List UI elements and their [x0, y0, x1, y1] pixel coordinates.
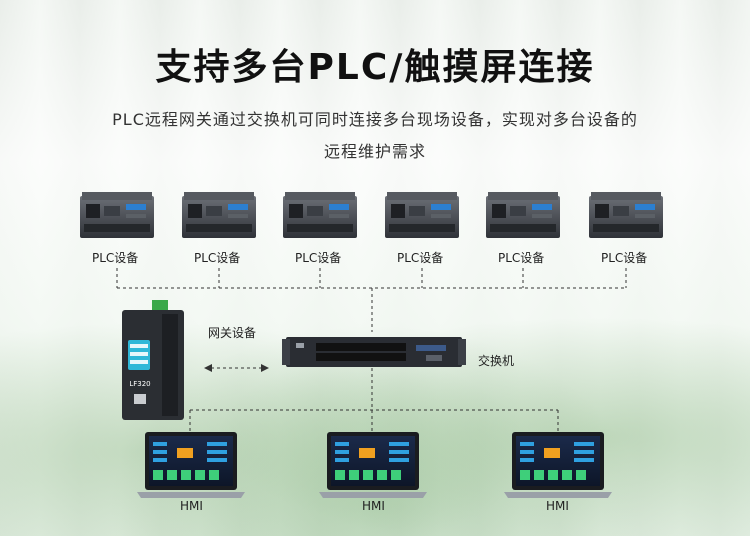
- subtitle-line-2: 远程维护需求: [323, 142, 426, 161]
- plc-device-label: PLC设备: [498, 251, 545, 265]
- gateway-model-text: LF320: [129, 380, 150, 388]
- plc-device-icon: [80, 192, 154, 238]
- plc-device-icon: [486, 192, 560, 238]
- gateway-label: 网关设备: [208, 326, 257, 340]
- hmi-label: HMI: [546, 499, 569, 513]
- switch-label: 交换机: [478, 354, 515, 368]
- plc-device-label: PLC设备: [295, 251, 342, 265]
- switch-device-icon: [282, 337, 466, 367]
- hmi-device-group: [137, 432, 612, 498]
- page-subtitle: PLC远程网关通过交换机可同时连接多台现场设备，实现对多台设备的 远程维护需求: [0, 104, 750, 168]
- plc-device-label: PLC设备: [601, 251, 648, 265]
- plc-device-icon: [385, 192, 459, 238]
- subtitle-line-1: PLC远程网关通过交换机可同时连接多台现场设备，实现对多台设备的: [112, 110, 638, 129]
- hmi-laptop-icon: [504, 432, 612, 498]
- gateway-device-icon: LF320: [122, 300, 184, 420]
- plc-device-icon: [589, 192, 663, 238]
- page-title: 支持多台PLC/触摸屏连接: [155, 47, 595, 88]
- plc-device-icon: [182, 192, 256, 238]
- hmi-laptop-icon: [319, 432, 427, 498]
- connection-lines: [116, 268, 627, 432]
- hmi-laptop-icon: [137, 432, 245, 498]
- plc-device-label: PLC设备: [194, 251, 241, 265]
- plc-device-group: [80, 192, 663, 238]
- hmi-label: HMI: [180, 499, 203, 513]
- plc-device-label: PLC设备: [92, 251, 139, 265]
- plc-device-label: PLC设备: [397, 251, 444, 265]
- hmi-label: HMI: [362, 499, 385, 513]
- plc-device-icon: [283, 192, 357, 238]
